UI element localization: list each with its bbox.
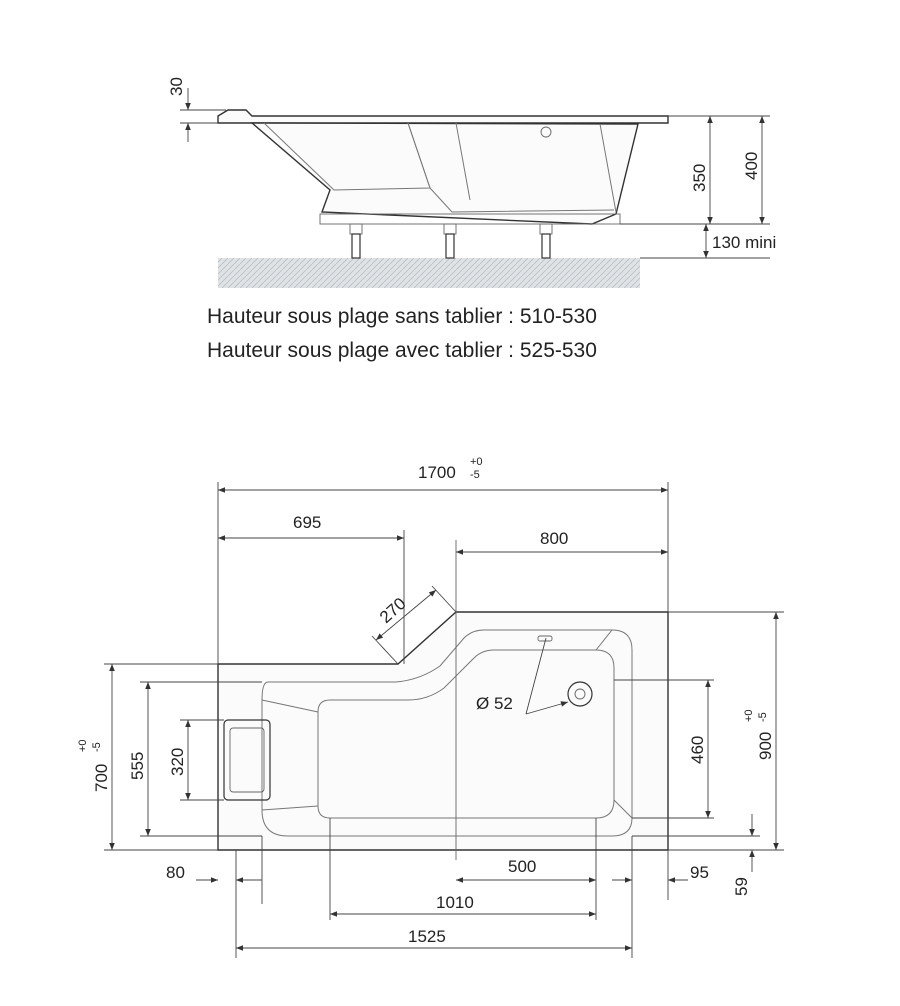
dim-bottom-mid: 500	[456, 818, 597, 920]
tub-rim	[217, 109, 669, 124]
dim-inner-right-label: 460	[688, 736, 707, 764]
dim-right-offset: 95	[612, 836, 709, 958]
tub-body-edges	[407, 122, 617, 213]
dim-left-section: 695	[218, 513, 405, 664]
dim-total-length-label: 1700	[418, 463, 456, 482]
drain-icon	[567, 681, 593, 707]
dim-right-width-tol-bottom: -5	[757, 712, 769, 722]
dim-drain-label: Ø 52	[476, 694, 513, 713]
dim-right-offset-label: 95	[690, 863, 709, 882]
dim-total-length-tol-bottom: -5	[470, 469, 480, 481]
headrest-inner	[229, 727, 265, 793]
tub-body-bottom-line	[429, 187, 615, 213]
dim-right-width: 900 +0 -5	[668, 611, 784, 851]
dim-left-offset: 80	[166, 836, 263, 958]
dim-right-width-label: 900	[756, 732, 775, 760]
dim-right-width-tol-top: +0	[743, 709, 755, 722]
dim-headrest: 320	[168, 719, 224, 801]
dim-total-length: 1700 +0 -5	[217, 456, 669, 664]
dim-inner-right: 460	[614, 679, 714, 819]
drain-center-icon	[574, 688, 586, 700]
overflow-icon	[540, 126, 552, 138]
headrest	[223, 719, 271, 801]
dim-left-width-tol-top: +0	[77, 739, 89, 752]
dim-left-width: 700 +0 -5	[77, 663, 218, 851]
dim-left-offset-label: 80	[166, 863, 185, 882]
dim-diagonal-label: 270	[376, 594, 410, 627]
dim-tub-depth-label: 350	[690, 164, 709, 192]
dim-inner-left-width-label: 555	[128, 752, 147, 780]
tub-outline	[217, 611, 669, 851]
dim-right-section: 800	[456, 529, 668, 555]
tub-body	[250, 122, 639, 225]
dim-basin-length: 1525	[236, 927, 632, 951]
side-view: 30 350 400 130 mini Hauteur sous plage s…	[167, 77, 776, 362]
dim-inner-left-width: 555	[128, 681, 262, 837]
support-feet	[349, 223, 553, 259]
dim-total-length-tol-top: +0	[470, 456, 483, 468]
dim-rim-label: 30	[167, 77, 186, 96]
dim-headrest-label: 320	[168, 748, 187, 776]
dim-total-height-label: 400	[742, 152, 761, 180]
dim-left-width-tol-bottom: -5	[91, 742, 103, 752]
dim-bottom-offset-label: 59	[732, 877, 751, 896]
top-view: 1700 +0 -5 695 800 270 Ø 52	[77, 456, 784, 958]
dim-drain: Ø 52	[476, 637, 569, 715]
dim-left-width-label: 700	[92, 764, 111, 792]
support-frame	[319, 213, 621, 225]
dim-rim: 30	[167, 77, 226, 142]
dim-inner-length: 1010	[329, 818, 596, 920]
dim-bottom-mid-label: 500	[508, 857, 536, 876]
note-with-panel: Hauteur sous plage avec tablier : 525-53…	[207, 339, 597, 362]
dim-feet-label: 130 mini	[712, 233, 776, 252]
dim-bottom-offset: 59	[632, 814, 760, 896]
note-without-panel: Hauteur sous plage sans tablier : 510-53…	[207, 305, 597, 328]
dim-right-section-label: 800	[540, 529, 568, 548]
basin-bevels	[261, 629, 633, 819]
dim-basin-length-label: 1525	[408, 927, 446, 946]
dim-inner-length-label: 1010	[436, 893, 474, 912]
floor-hatch	[218, 258, 640, 288]
dim-heights: 350 400 130 mini	[620, 115, 776, 259]
dim-left-section-label: 695	[293, 513, 321, 532]
